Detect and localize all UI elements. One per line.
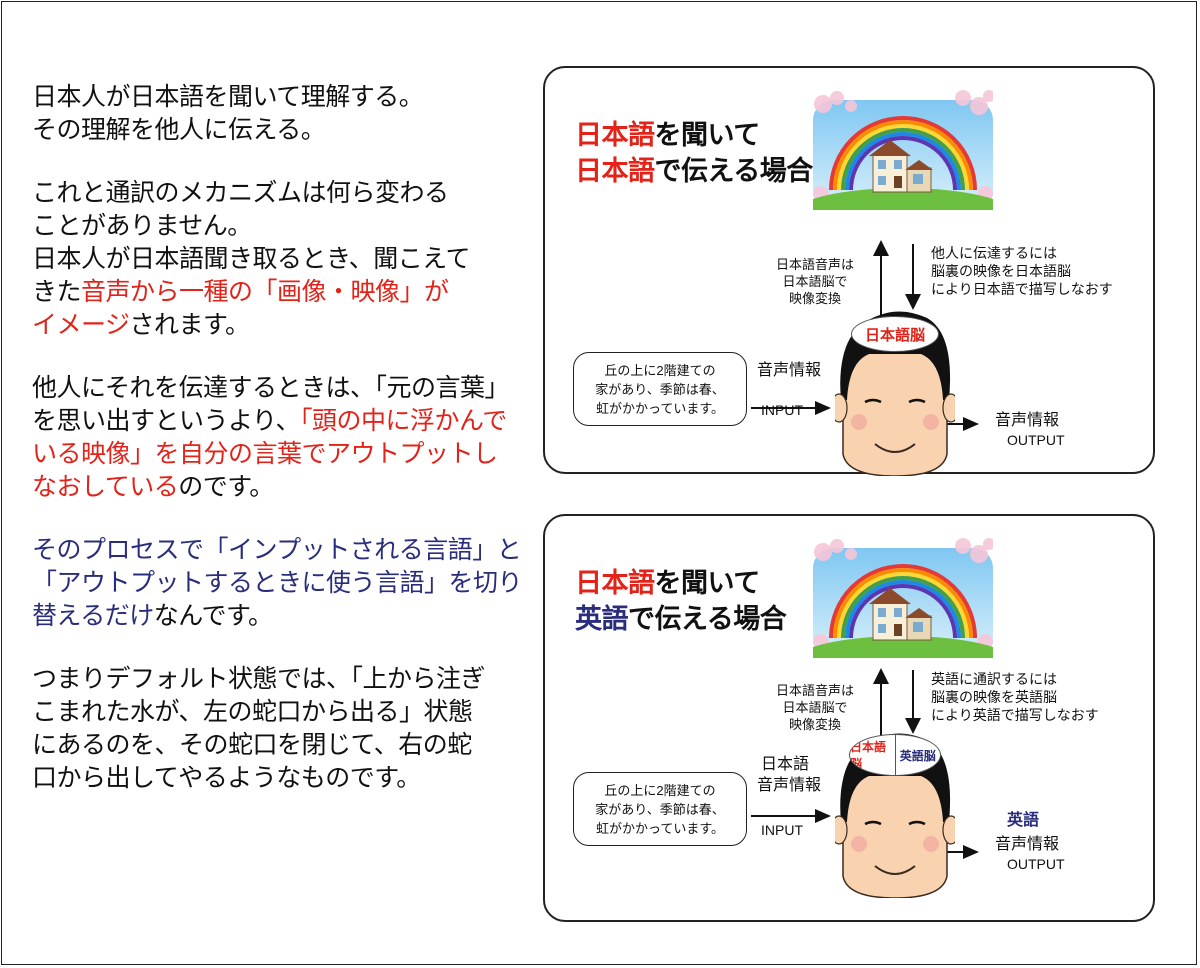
highlight-red: 音声から一種の「画像・映像」が <box>81 277 449 306</box>
para5-line2: こまれた水が、左の蛇口から出る」状態 <box>32 697 473 726</box>
para1-line2: その理解を他人に伝える。 <box>32 115 326 144</box>
highlight-red: 「頭の中に浮かんで <box>300 406 507 435</box>
english-brain: 英語脳 <box>899 748 936 763</box>
panel-japanese-to-japanese: 日本語を聞いて 日本語で伝える場合 <box>543 66 1155 476</box>
para4-line3: 替えるだけなんです。 <box>32 601 273 630</box>
para1-line1: 日本人が日本語を聞いて理解する。 <box>32 82 424 111</box>
panel1-input-tag: INPUT <box>761 402 803 418</box>
para2-line3: 日本人が日本語聞き取るとき、聞こえて <box>32 244 471 273</box>
para2-line2: ことがありません。 <box>32 211 252 240</box>
para2-line1: これと通訳のメカニズムは何ら変わる <box>32 178 449 207</box>
panel2-speech-bubble: 丘の上に2階建ての家があり、季節は春、虹がかかっています。 <box>573 772 747 846</box>
highlight-red: なおしている <box>32 472 179 501</box>
panel1-input-label: 音声情報 <box>757 362 822 379</box>
highlight-red: イメージ <box>32 310 130 339</box>
para2-line4: きた音声から一種の「画像・映像」が <box>32 277 449 306</box>
panel2-up-label: 日本語音声は日本語脳で映像変換 <box>775 683 854 732</box>
para4-line1: そのプロセスで「インプットされる言語」と <box>32 535 522 564</box>
panel2-output-language: 英語 <box>1007 812 1040 829</box>
panel2-title: 日本語を聞いて 英語で伝える場合 <box>575 568 787 635</box>
panel1-speech-bubble: 丘の上に2階建ての家があり、季節は春、虹がかかっています。 <box>573 352 747 426</box>
para4-line2: 「アウトプットするときに使う言語」を切り <box>32 568 523 597</box>
japanese-brain: 日本語脳 <box>851 316 939 352</box>
para5-line4: 口から出してやるようなものです。 <box>32 763 421 792</box>
panel1-down-label: 他人に伝達するには脳裏の映像を日本語脳により日本語で描写しなおす <box>931 245 1113 297</box>
para5-line1: つまりデフォルト状態では、「上から注ぎ <box>32 664 486 693</box>
highlight-navy: 替えるだけ <box>32 601 154 630</box>
panel1-up-label: 日本語音声は日本語脳で映像変換 <box>775 257 854 306</box>
para3-line3: いる映像」を自分の言葉でアウトプットし <box>32 439 498 468</box>
para2-line5: イメージされます。 <box>32 310 250 339</box>
para3-line1: 他人にそれを伝達するときは、「元の言葉」 <box>32 373 510 402</box>
explanation-text: 日本人が日本語を聞いて理解する。 その理解を他人に伝える。 これと通訳のメカニズ… <box>32 80 532 794</box>
para5-line3: にあるのを、その蛇口を閉じて、右の蛇 <box>32 730 472 759</box>
para3-line4: なおしているのです。 <box>32 472 274 501</box>
panel1-output-label: 音声情報 <box>995 412 1060 429</box>
panel2-down-label: 英語に通訳するには脳裏の映像を英語脳により英語で描写しなおす <box>931 671 1099 723</box>
split-brain: 日本語脳 英語脳 <box>849 734 941 776</box>
panel1-title: 日本語を聞いて 日本語で伝える場合 <box>575 120 813 187</box>
panel2-input-label: 日本語音声情報 <box>757 756 822 794</box>
panel2-output-label: 音声情報 <box>995 836 1060 853</box>
panel2-input-tag: INPUT <box>761 822 803 838</box>
para3-line2: を思い出すというより、「頭の中に浮かんで <box>32 406 507 435</box>
panel1-output-tag: OUTPUT <box>1007 432 1065 448</box>
panel2-output-tag: OUTPUT <box>1007 856 1065 872</box>
rainbow-house-illustration <box>813 538 993 658</box>
panel-japanese-to-english: 日本語を聞いて 英語で伝える場合 <box>543 514 1155 922</box>
rainbow-house-illustration <box>813 90 993 210</box>
